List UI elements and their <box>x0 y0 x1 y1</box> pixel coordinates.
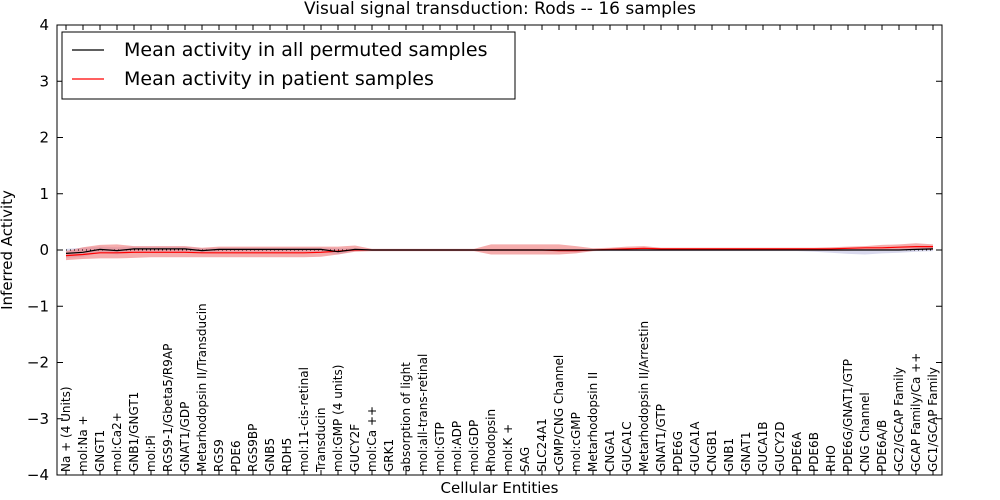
x-tick-label: SLC24A1 <box>535 418 549 472</box>
x-tick-label: mol:all-trans-retinal <box>416 354 430 472</box>
x-tick-label: mol:Pi <box>144 435 158 472</box>
x-tick-label: mol:ADP <box>450 421 464 472</box>
confidence-bands <box>66 243 933 261</box>
legend-label-0: Mean activity in all permuted samples <box>124 39 487 61</box>
x-tick-label: CNG Channel <box>858 392 872 472</box>
x-tick-label: GNAT1 <box>739 431 753 472</box>
series-line-0 <box>65 248 934 254</box>
x-tick-label: Transducin <box>314 408 328 473</box>
x-tick-label: GNGT1 <box>93 430 107 472</box>
legend-label-1: Mean activity in patient samples <box>124 68 434 90</box>
x-tick-label: absorption of light <box>399 362 413 472</box>
y-tick-label: 4 <box>39 16 49 34</box>
legend: Mean activity in all permuted samplesMea… <box>61 31 516 100</box>
x-tick-label: PDE6A/B <box>875 420 889 472</box>
x-tick-label: GNB1/GNGT1 <box>127 392 141 472</box>
x-tick-label: GUCA1C <box>620 421 634 472</box>
y-tick-label: 2 <box>39 129 49 147</box>
x-tick-label: mol:GTP <box>433 422 447 472</box>
x-tick-label: GUCA1A <box>688 421 702 472</box>
x-tick-label: Metarhodopsin II/Transducin <box>195 303 209 472</box>
x-tick-label: PDE6G <box>671 431 685 472</box>
y-tick-label: 0 <box>39 241 49 259</box>
x-tick-label: GCAP Family/Ca ++ <box>909 353 923 472</box>
x-tick-label: mol:GDP <box>467 420 481 472</box>
confidence-band-1 <box>66 243 933 261</box>
x-tick-label: PDE6B <box>807 432 821 472</box>
y-tick-label: −4 <box>27 466 49 484</box>
y-tick-label: −1 <box>27 297 49 315</box>
x-tick-label: PDE6G/GNAT1/GTP <box>841 359 855 472</box>
x-tick-label: GNB1 <box>722 438 736 472</box>
x-axis-label: Cellular Entities <box>441 479 559 497</box>
x-tick-label: GNAT1/GDP <box>178 402 192 472</box>
series-lines <box>65 246 934 257</box>
x-tick-label: GC1/GCAP Family <box>926 367 940 472</box>
x-tick-label: RGS9BP <box>246 424 260 472</box>
x-tick-label: GC2/GCAP Family <box>892 367 906 472</box>
x-tick-label: RGS9 <box>212 439 226 472</box>
x-tick-label: mol:cGMP <box>569 412 583 472</box>
x-tick-label: mol:K + <box>501 424 515 472</box>
x-tick-label: mol:Ca2+ <box>110 412 124 472</box>
x-tick-label: Metarhodopsin II <box>586 372 600 472</box>
x-tick-label: mol:GMP (4 units) <box>331 365 345 472</box>
x-tick-label: GUCA1B <box>756 421 770 472</box>
y-tick-label: −2 <box>27 354 49 372</box>
x-tick-label: PDE6 <box>229 440 243 472</box>
y-tick-label: 1 <box>39 185 49 203</box>
x-tick-label: cGMP/CNG Channel <box>552 355 566 472</box>
x-tick-label: SAG <box>518 447 532 472</box>
x-tick-label: mol:Na + <box>76 415 90 472</box>
x-tick-label: CNGB1 <box>705 429 719 472</box>
y-axis: 4 3 2 1 0 −1 −2 −3 −4 <box>27 16 942 484</box>
x-tick-label: Metarhodopsin II/Arrestin <box>637 321 651 472</box>
legend-box <box>61 31 516 100</box>
x-tick-label: mol:11-cis-retinal <box>297 367 311 472</box>
x-tick-label: GNB5 <box>263 438 277 472</box>
x-tick-label: Na + (4 Units) <box>59 386 73 472</box>
x-tick-label: CNGA1 <box>603 430 617 473</box>
x-tick-label: RHO <box>824 445 838 472</box>
chart-title: Visual signal transduction: Rods -- 16 s… <box>304 0 696 19</box>
x-tick-label: mol:Ca ++ <box>365 406 379 472</box>
x-tick-label: GNAT1/GTP <box>654 404 668 472</box>
y-tick-label: −3 <box>27 410 49 428</box>
x-tick-label: RGS9-1/Gbeta5/R9AP <box>161 344 175 472</box>
y-tick-label: 3 <box>39 72 49 90</box>
x-tick-label: PDE6A <box>790 431 804 472</box>
x-tick-label: GUCY2F <box>348 424 362 472</box>
x-tick-label: Rhodopsin <box>484 409 498 472</box>
x-tick-label: RDH5 <box>280 438 294 472</box>
x-tick-label: GUCY2D <box>773 422 787 472</box>
y-axis-label: Inferred Activity <box>0 190 16 310</box>
x-tick-label: GRK1 <box>382 439 396 472</box>
